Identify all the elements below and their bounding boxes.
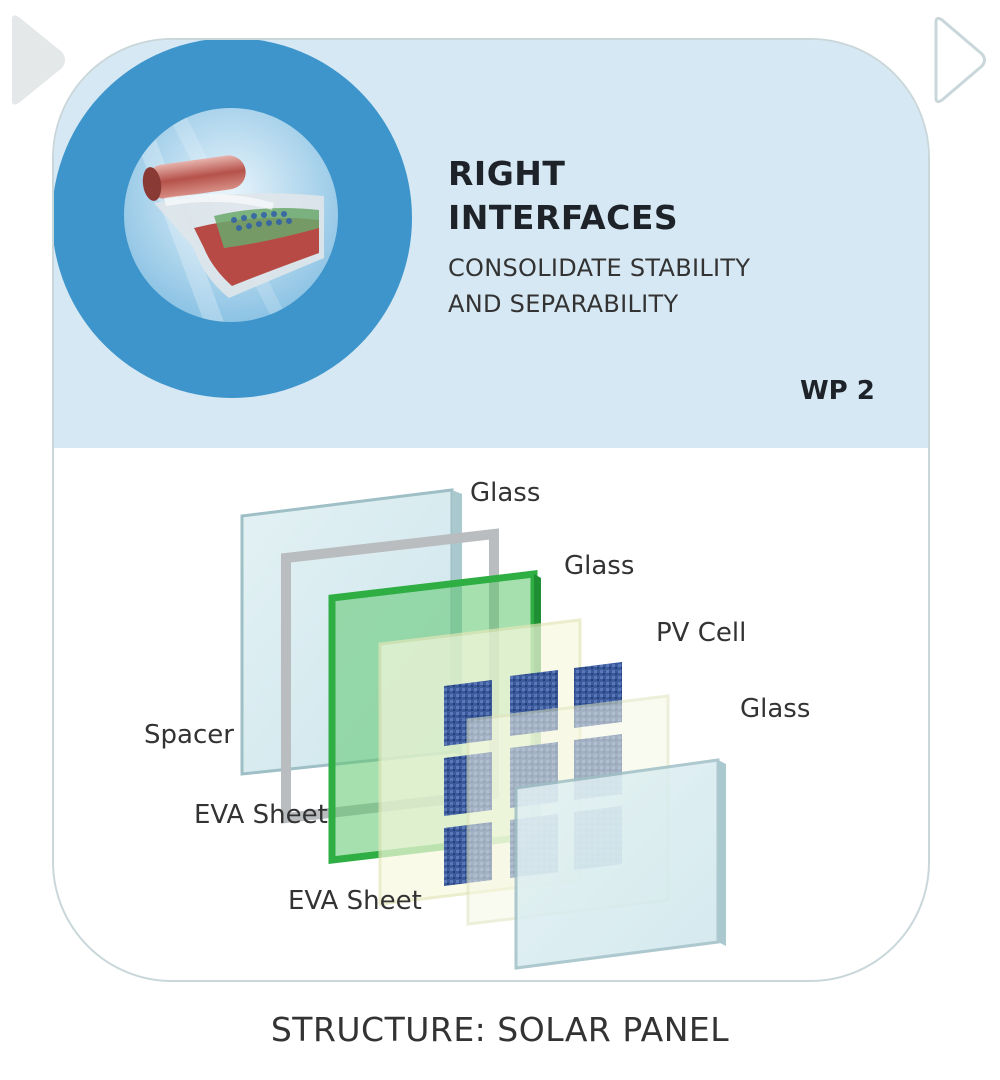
label-eva-sheet-1: EVA Sheet [194,800,328,830]
prev-arrow-icon[interactable] [4,12,68,108]
label-pv-cell: PV Cell [656,618,747,648]
label-glass-back: Glass [470,478,541,508]
card-title: RIGHT INTERFACES [448,152,678,240]
work-package-label: WP 2 [800,376,875,406]
title-line-2: INTERFACES [448,198,679,237]
glass-front-layer [514,758,726,970]
subtitle-line-2: AND SEPARABILITY [448,290,679,318]
structure-caption: STRUCTURE: SOLAR PANEL [270,1010,730,1049]
card-header: RIGHT INTERFACES CONSOLIDATE STABILITY A… [54,40,928,448]
title-line-1: RIGHT [448,154,566,193]
flexible-cell-illustration [124,108,338,322]
label-eva-sheet-2: EVA Sheet [288,886,422,916]
illustration-circle [54,40,412,398]
wp-card: RIGHT INTERFACES CONSOLIDATE STABILITY A… [52,38,930,982]
card-subtitle: CONSOLIDATE STABILITY AND SEPARABILITY [448,250,750,322]
solar-panel-diagram [54,448,928,980]
label-glass-middle: Glass [564,551,635,581]
subtitle-line-1: CONSOLIDATE STABILITY [448,254,751,282]
next-arrow-icon[interactable] [926,12,990,108]
label-spacer: Spacer [144,720,234,750]
solar-panel-layers [240,488,726,970]
label-glass-front: Glass [740,694,811,724]
